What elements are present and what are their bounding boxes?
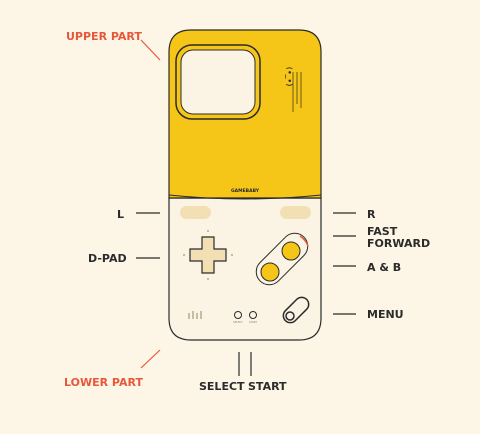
leader-lines xyxy=(136,39,356,376)
camera-cutout-inner xyxy=(180,49,256,115)
select-button xyxy=(234,311,242,319)
start-label: START xyxy=(248,380,287,393)
b-button-icon xyxy=(260,262,280,282)
lower-part-leader xyxy=(140,349,161,369)
lower-part-label: LOWER PART xyxy=(64,376,143,389)
dpad-icon xyxy=(183,230,233,280)
upper-part-label: UPPER PART xyxy=(66,30,142,43)
fast-forward-indicator-icon xyxy=(299,235,309,247)
case-logo: (•_•) xyxy=(285,66,293,87)
case-brand: GAMEBABY xyxy=(231,188,260,194)
select-tag: SELECT xyxy=(233,320,243,324)
r-button xyxy=(280,206,311,219)
menu-label: MENU xyxy=(367,308,404,321)
speaker-icon xyxy=(188,311,202,319)
l-button xyxy=(180,206,211,219)
start-button xyxy=(249,311,257,319)
phone-case: (•_•) GAMEBABY xyxy=(168,29,322,341)
select-label: SELECT xyxy=(199,380,245,393)
fast-forward-label-line2: FORWARD xyxy=(367,237,430,250)
l-label: L xyxy=(117,208,124,221)
ab-button-panel xyxy=(255,232,309,286)
dpad-label: D-PAD xyxy=(88,252,127,265)
fast-forward-label-line1: FAST xyxy=(367,225,398,238)
ab-label: A & B xyxy=(367,261,401,274)
upper-part-leader xyxy=(140,39,161,61)
case-lower-part xyxy=(168,197,322,341)
r-label: R xyxy=(367,208,376,221)
a-button-icon xyxy=(281,241,301,261)
menu-button-icon xyxy=(282,296,310,324)
case-seam xyxy=(168,194,322,200)
start-tag: START xyxy=(249,320,257,324)
